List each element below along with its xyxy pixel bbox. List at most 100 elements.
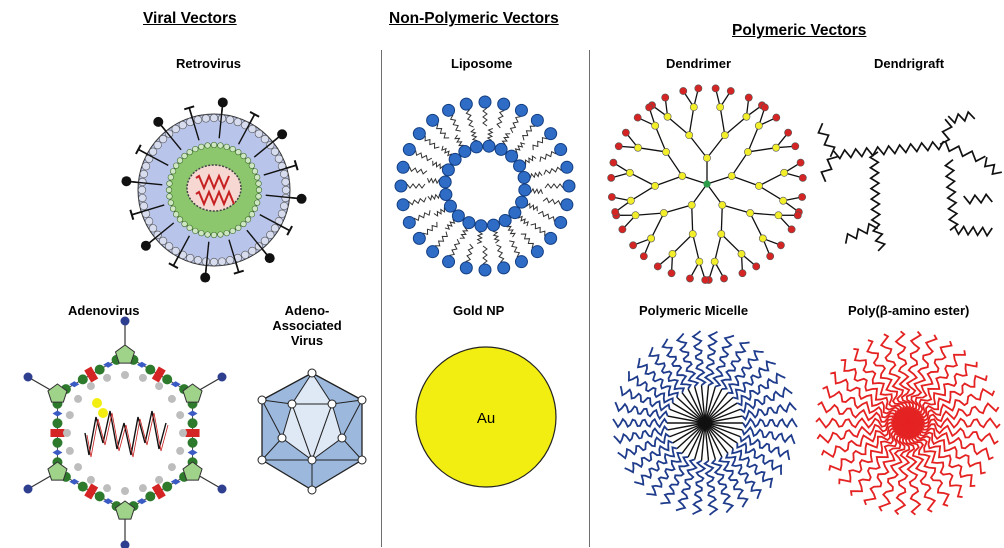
branch-point [775, 212, 782, 219]
liposome-diagram [385, 86, 585, 286]
branch-point [696, 258, 703, 265]
dendrimer-bond [707, 135, 725, 158]
gold-np-label: Gold NP [453, 303, 504, 318]
envelope-lipid [138, 186, 146, 194]
penton [183, 462, 202, 480]
micelle-arm [621, 386, 670, 410]
protein-iiia [188, 450, 198, 456]
hexon [52, 418, 62, 428]
lipid-tail [493, 231, 499, 243]
envelope-lipid [159, 237, 167, 245]
envelope-lipid [226, 116, 234, 124]
lipid-tail [496, 245, 503, 263]
lipid-tail [449, 239, 459, 255]
lipid-head [459, 145, 471, 157]
lipid-tail [437, 124, 449, 138]
capsid-subunit [241, 153, 247, 159]
terminal-group [668, 270, 675, 277]
polymer-chain [940, 119, 952, 144]
dendrimer-bond [689, 135, 707, 158]
lipid-head [413, 128, 425, 140]
lipid-tail [526, 203, 537, 211]
pbae-label: Poly(β-amino ester) [848, 303, 969, 318]
hexon [95, 365, 105, 375]
envelope-lipid [261, 135, 269, 143]
lipid-head [460, 262, 472, 274]
dna-strand [85, 411, 166, 455]
core-protein [74, 463, 82, 471]
protein-iiia [188, 411, 198, 417]
terminal-group [622, 129, 629, 136]
dendrimer-bond [636, 213, 664, 215]
aav-vertex [308, 456, 316, 464]
terminal-group [745, 94, 752, 101]
envelope-lipid [249, 125, 257, 133]
hexon [78, 374, 88, 384]
core-protein [63, 429, 71, 437]
hexon [95, 491, 105, 501]
lipid-head [427, 114, 439, 126]
lipid-head [460, 98, 472, 110]
capsid-subunit [168, 175, 174, 181]
protein-ix [186, 429, 200, 437]
terminal-group [608, 193, 615, 200]
lipid-tail [538, 212, 554, 222]
terminal-group [739, 270, 746, 277]
aav-vertex [258, 396, 266, 404]
terminal-group [612, 208, 619, 215]
liposome-label: Liposome [451, 56, 512, 71]
terminal-group [788, 226, 795, 233]
capsid-subunit [170, 206, 176, 212]
lipid-tail [544, 167, 562, 174]
lipid-tail [488, 128, 493, 140]
micelle-arm [712, 460, 732, 513]
branch-point [718, 230, 725, 237]
capsid-subunit [218, 232, 224, 238]
capsid-subunit [167, 181, 173, 187]
branch-point [744, 148, 751, 155]
envelope-lipid [280, 202, 288, 210]
terminal-group [654, 263, 661, 270]
capsid-subunit [256, 181, 262, 187]
lipid-tail [425, 136, 439, 148]
lipid-tail [523, 126, 535, 140]
dendrimer-bond [722, 205, 750, 213]
hexon [188, 438, 198, 448]
terminal-group [761, 104, 768, 111]
capsid-subunit [182, 221, 188, 227]
polymer-chain [964, 194, 993, 203]
dendrimer-bond [672, 234, 692, 254]
branch-point [627, 197, 634, 204]
lipid-head [483, 140, 495, 152]
lipid-head [397, 199, 409, 211]
protein-iiia [52, 411, 62, 417]
gold-symbol: Au [477, 410, 495, 427]
envelope-lipid [194, 116, 202, 124]
lipid-tail [416, 150, 432, 160]
capsid-subunit [249, 212, 255, 218]
dendrimer-diagram [597, 84, 817, 284]
lipid-head [531, 114, 543, 126]
envelope-lipid [282, 186, 290, 194]
envelope-lipid [145, 217, 153, 225]
branch-point [669, 250, 676, 257]
terminal-group [686, 275, 693, 282]
envelope-lipid [194, 256, 202, 264]
adenovirus-label: Adenovirus [68, 303, 140, 318]
branch-point [648, 235, 655, 242]
lipid-tail [414, 210, 430, 220]
lipid-head [440, 189, 452, 201]
capsid-subunit [245, 158, 251, 164]
branch-point [660, 209, 667, 216]
capsid-subunit [245, 217, 251, 223]
aav-vertex [308, 486, 316, 494]
branch-point [728, 172, 735, 179]
lipid-tail [515, 143, 525, 153]
core-protein [139, 374, 147, 382]
aav-vertex [258, 456, 266, 464]
branch-point [688, 201, 695, 208]
terminal-group [610, 159, 617, 166]
lipid-tail [455, 135, 463, 146]
lipid-tail [525, 156, 536, 164]
aav-label-line-3: Virus [262, 333, 352, 348]
